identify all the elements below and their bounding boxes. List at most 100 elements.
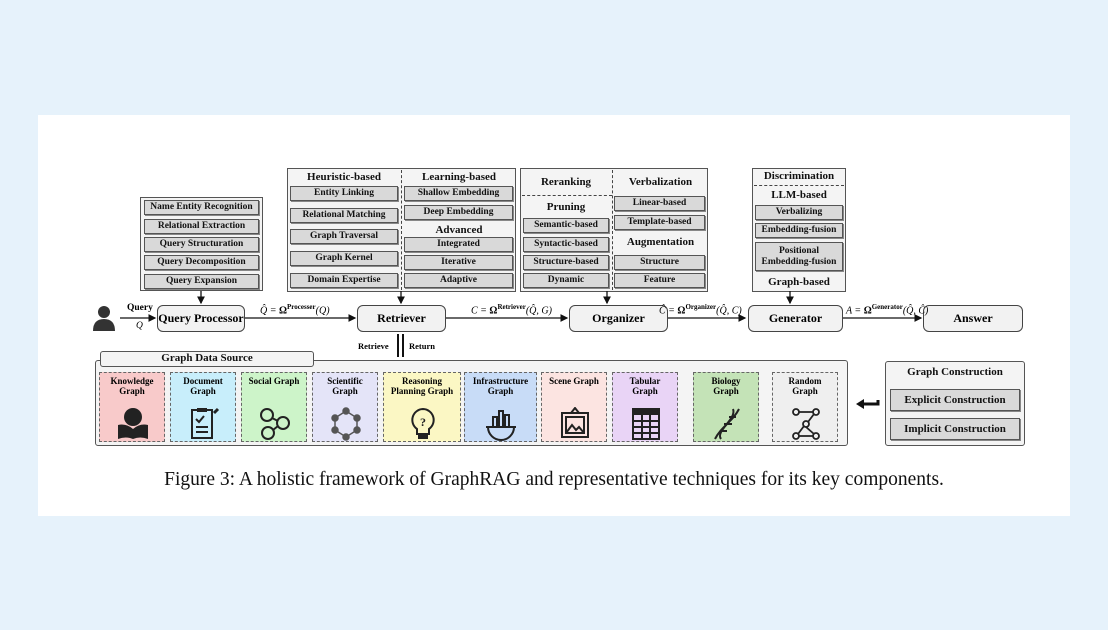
formula-args: (Q) (315, 305, 330, 317)
llm-technique: Positional Embedding-fusion (755, 242, 843, 271)
organizer-formula: Ĉ = ΩOrganizer(Q̂, C) (659, 303, 742, 316)
figure-caption: Figure 3: A holistic framework of GraphR… (164, 469, 944, 490)
formula-args: (Q̂, Ĉ) (902, 305, 929, 317)
retriever-node: Retriever (357, 305, 446, 332)
heuristic-technique: Graph Kernel (290, 251, 398, 266)
svg-text:?: ? (420, 415, 426, 429)
formula-lhs: Q̂ = (260, 305, 279, 317)
graph-type-tile: Social Graph (241, 372, 307, 442)
random-graph-icon (792, 408, 820, 440)
city-gear-icon (486, 410, 516, 441)
query-processor-technique: Query Structuration (144, 237, 259, 252)
graph-based-title: Graph-based (768, 276, 830, 288)
user-icon (93, 306, 115, 331)
augmentation-technique: Structure (614, 255, 705, 270)
implicit-construction: Implicit Construction (890, 418, 1020, 440)
verbalization-technique: Template-based (614, 215, 705, 230)
answer-node: Answer (923, 305, 1023, 332)
pruning-technique: Structure-based (523, 255, 609, 270)
graph-type-label: Random Graph (788, 376, 822, 397)
pruning-technique: Semantic-based (523, 218, 609, 233)
query-processor-technique: Relational Extraction (144, 219, 259, 234)
graph-data-source-title: Graph Data Source (161, 352, 253, 364)
graph-type-tile: Reasoning Planning Graph? (383, 372, 461, 442)
advanced-title: Advanced (435, 224, 483, 236)
formula-omega: Ω (278, 305, 287, 317)
table-icon (632, 408, 660, 440)
formula-args: (Q̂, C) (716, 305, 742, 317)
advanced-technique: Integrated (404, 237, 513, 252)
advanced-technique: Adaptive (404, 273, 513, 288)
formula-lhs: C = (471, 305, 490, 317)
picture-icon (561, 407, 589, 438)
graph-type-label: Scene Graph (549, 376, 599, 386)
llm-technique: Embedding-fusion (755, 223, 843, 238)
graph-type-label: Document Graph (183, 376, 223, 397)
people-network-icon (260, 408, 290, 440)
graph-type-tile: Biology Graph (693, 372, 759, 442)
query-processor-technique: Query Decomposition (144, 255, 259, 270)
divider (612, 170, 613, 290)
verbalization-title: Verbalization (628, 176, 693, 188)
learning-technique: Deep Embedding (404, 205, 513, 220)
graph-data-source-tab (100, 351, 314, 367)
divider (401, 170, 402, 290)
query-processor-technique: Name Entity Recognition (144, 200, 259, 215)
formula-omega: Ω (863, 305, 872, 317)
lightbulb-icon: ? (411, 407, 435, 439)
formula-omega: Ω (677, 305, 686, 317)
clipboard-icon (191, 407, 220, 439)
graph-type-tile: Scene Graph (541, 372, 607, 442)
advanced-technique: Iterative (404, 255, 513, 270)
pruning-technique: Syntactic-based (523, 237, 609, 252)
pruning-technique: Dynamic (523, 273, 609, 288)
heuristic-technique: Entity Linking (290, 186, 398, 201)
organizer-panel (520, 168, 708, 292)
graph-type-tile: Scientific Graph (312, 372, 378, 442)
retrieve-label: Retrieve (358, 341, 389, 351)
generator-node: Generator (748, 305, 843, 332)
formula-lhs: A = (846, 305, 864, 317)
graph-type-label: Social Graph (248, 376, 300, 386)
heuristic-title: Heuristic-based (307, 171, 381, 183)
graph-type-label: Reasoning Planning Graph (390, 376, 454, 397)
formula-sup: Retriever (497, 303, 526, 311)
generator-formula: A = ΩGenerator(Q̂, Ĉ) (846, 303, 928, 316)
heuristic-technique: Domain Expertise (290, 273, 398, 288)
graph-type-tile: Document Graph (170, 372, 236, 442)
query-processor-technique: Query Expansion (144, 274, 259, 289)
learning-technique: Shallow Embedding (404, 186, 513, 201)
explicit-construction: Explicit Construction (890, 389, 1020, 411)
query-processor-node: Query Processor (157, 305, 245, 332)
divider (754, 185, 844, 186)
pruning-title: Pruning (546, 201, 586, 213)
processor-formula: Q̂ = ΩProcesser(Q) (260, 303, 330, 316)
formula-sup: Processer (287, 303, 316, 311)
return-label: Return (409, 341, 435, 351)
formula-omega: Ω (489, 305, 498, 317)
heuristic-technique: Graph Traversal (290, 229, 398, 244)
llm-technique: Verbalizing (755, 205, 843, 220)
verbalization-technique: Linear-based (614, 196, 705, 211)
heuristic-technique: Relational Matching (290, 208, 398, 223)
graph-type-label: Scientific Graph (327, 376, 363, 397)
graph-type-tile: Knowledge Graph (99, 372, 165, 442)
formula-args: (Q̂, G) (525, 305, 552, 317)
query-symbol: Q (136, 321, 143, 331)
divider (522, 195, 612, 196)
molecule-icon (331, 407, 361, 441)
formula-lhs: Ĉ = (659, 305, 678, 317)
discrimination-title: Discrimination (763, 170, 835, 182)
book-globe-icon (118, 408, 148, 439)
learning-title: Learning-based (422, 171, 496, 183)
graph-type-label: Tabular Graph (629, 376, 661, 397)
formula-sup: Organizer (685, 303, 717, 311)
graph-construction-title: Graph Construction (907, 366, 1003, 378)
reranking-title: Reranking (540, 176, 592, 188)
graph-type-tile: Random Graph (772, 372, 838, 442)
llm-title: LLM-based (771, 189, 827, 201)
graph-type-tile: Infrastructure Graph (464, 372, 537, 442)
retriever-formula: C = ΩRetriever(Q̂, G) (471, 303, 552, 316)
graph-type-tile: Tabular Graph (612, 372, 678, 442)
